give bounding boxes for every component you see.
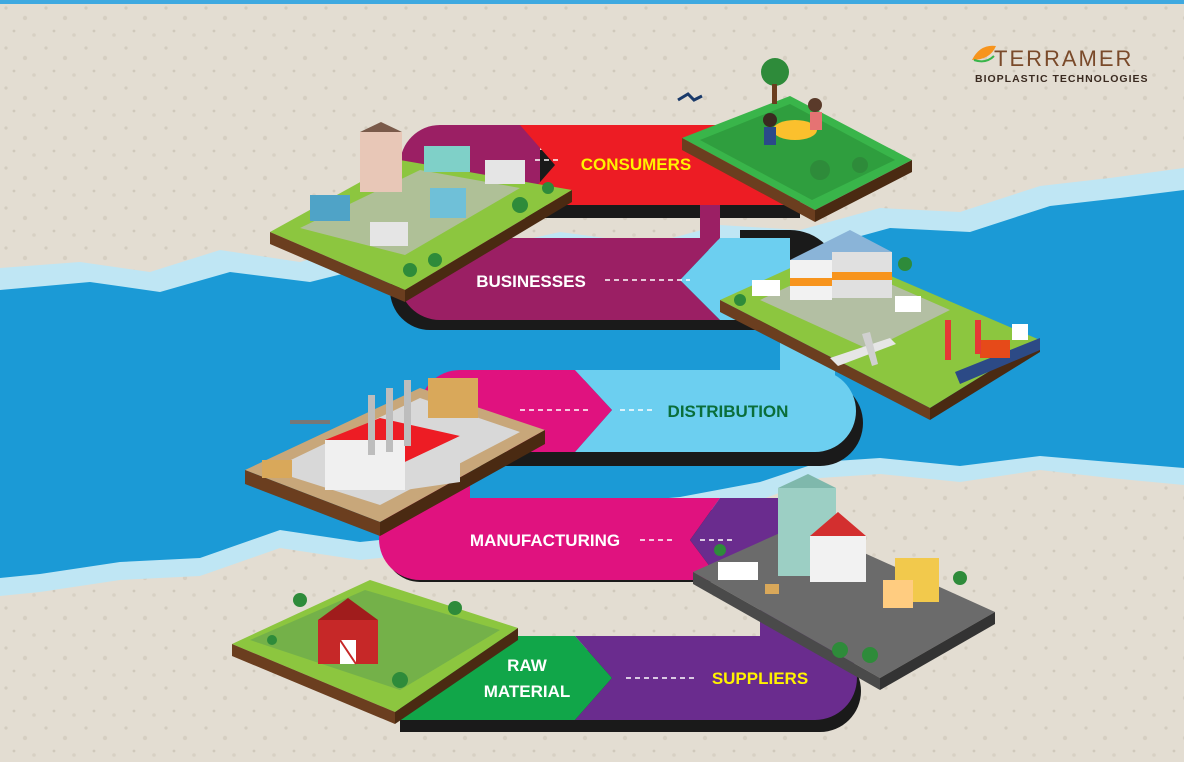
label-suppliers: SUPPLIERS: [712, 669, 808, 688]
farm-tile-illustration: [232, 580, 518, 724]
label-consumers: CONSUMERS: [581, 155, 692, 174]
road-businesses-magenta: [399, 238, 720, 320]
road-curve-right-1: [700, 205, 720, 240]
label-businesses: BUSINESSES: [476, 272, 586, 291]
leaf-icon: [972, 45, 996, 63]
road-distribution-sky: [575, 370, 856, 452]
label-raw-material-line2: MATERIAL: [484, 682, 571, 701]
port-tile-illustration: [720, 230, 1040, 420]
road-manufacturing-pink: [379, 498, 720, 580]
label-manufacturing: MANUFACTURING: [470, 531, 620, 550]
city-tile-illustration: [693, 474, 995, 690]
label-distribution: DISTRIBUTION: [668, 402, 789, 421]
top-edge-strip: [0, 0, 1184, 4]
logo-subtitle: BIOPLASTIC TECHNOLOGIES: [975, 73, 1149, 85]
road-suppliers-purple: [575, 636, 857, 720]
factory-tile-illustration: [245, 378, 545, 536]
garden-tile-illustration: [677, 58, 912, 222]
logo-wordmark: TERRAMER: [994, 46, 1134, 71]
brand-logo: TERRAMER BIOPLASTIC TECHNOLOGIES: [972, 46, 1149, 85]
label-raw-material-line1: RAW: [507, 656, 548, 675]
town-tile-illustration: [270, 122, 572, 302]
